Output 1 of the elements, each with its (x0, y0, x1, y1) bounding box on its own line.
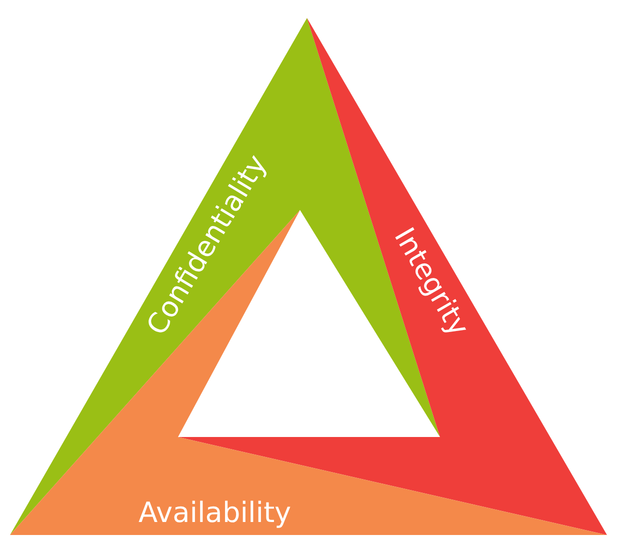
side-label: Availability (138, 499, 292, 527)
